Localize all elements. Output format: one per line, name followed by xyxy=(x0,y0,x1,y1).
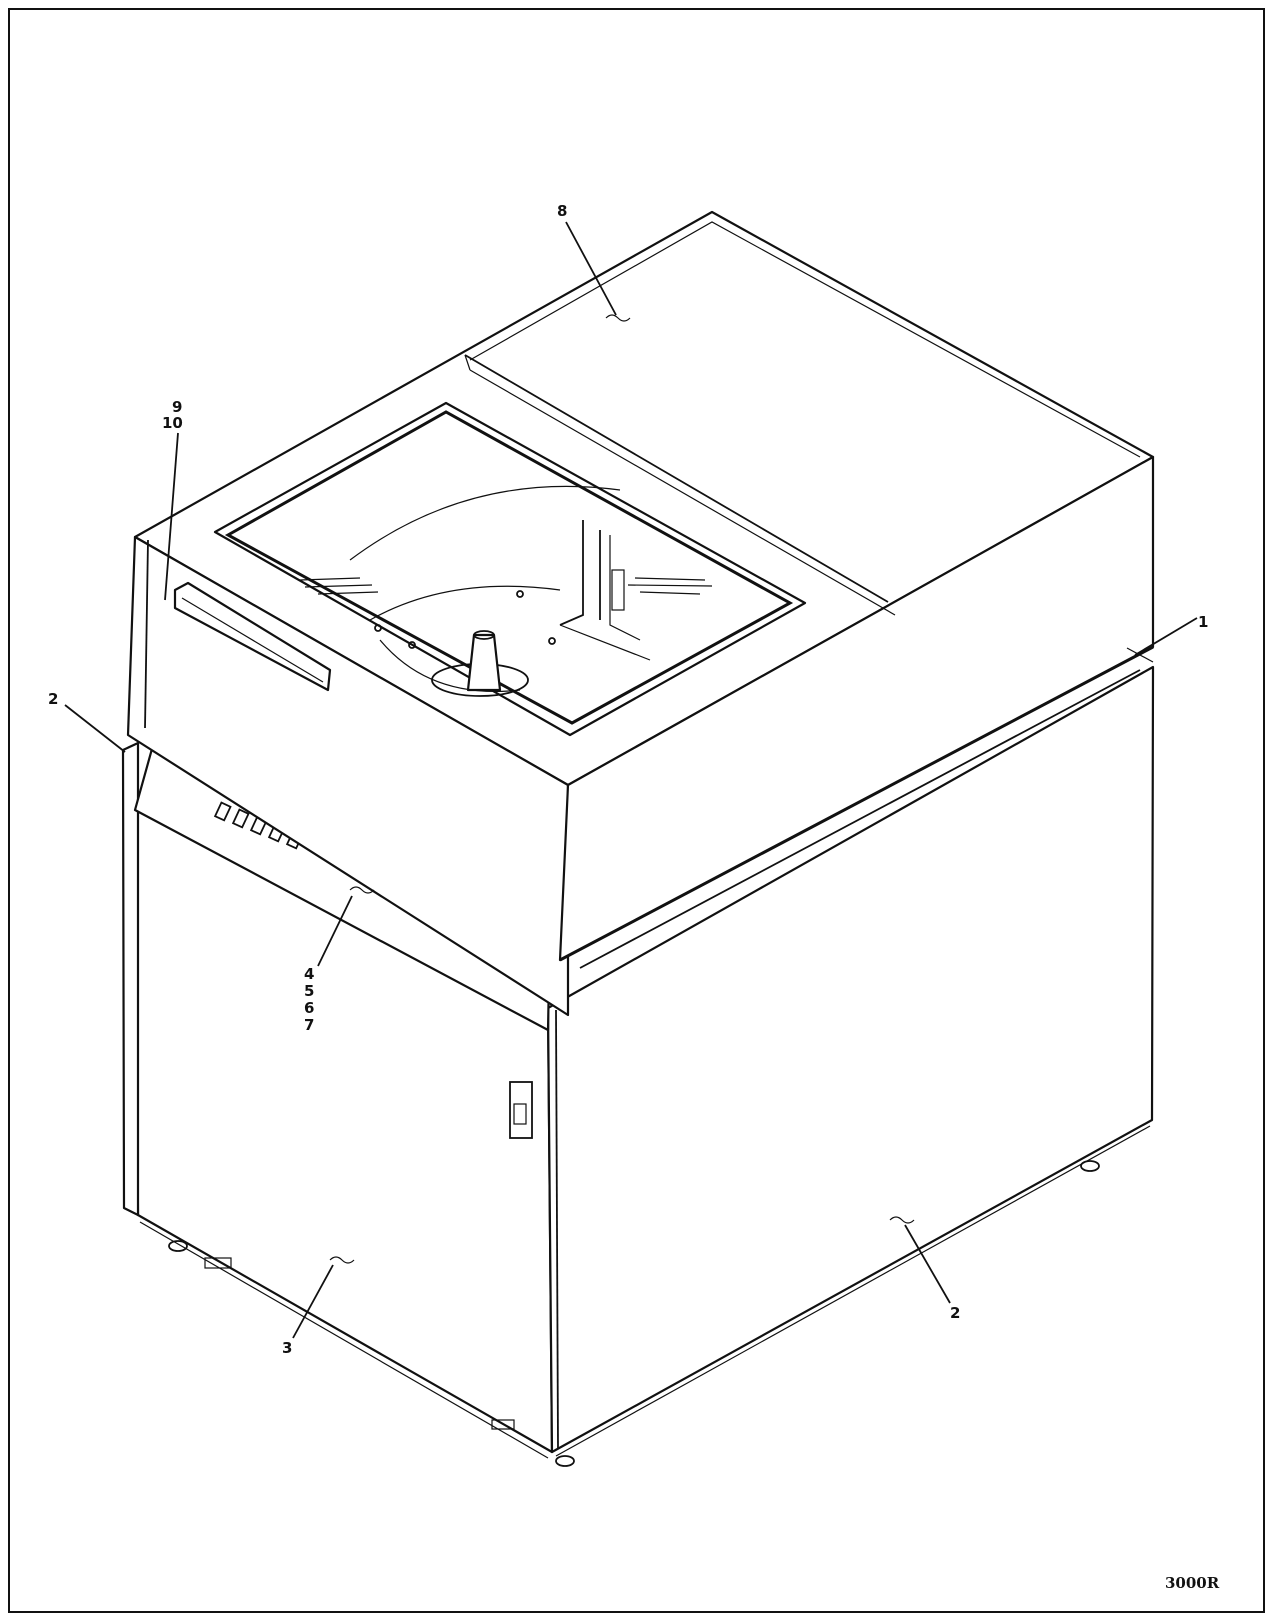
leader-lines xyxy=(64,221,1198,1339)
viewing-window xyxy=(213,401,807,737)
callout-8: 8 xyxy=(557,202,567,220)
callout-labels: 8 9 10 1 2 4 5 6 7 3 2 xyxy=(48,202,1208,1357)
callout-6: 6 xyxy=(304,999,314,1017)
leader-2-right xyxy=(904,1224,951,1304)
leader-2-left xyxy=(64,704,126,753)
base-right-side-panel xyxy=(546,665,1155,1454)
callout-2-left: 2 xyxy=(48,690,58,708)
top-unit xyxy=(126,210,1155,1017)
callout-10: 10 xyxy=(162,414,183,432)
glass-reflection xyxy=(299,577,713,595)
foot-right xyxy=(1080,1160,1100,1172)
spindle xyxy=(431,630,529,697)
callout-9: 9 xyxy=(172,398,182,416)
callout-7: 7 xyxy=(304,1016,314,1034)
callout-3: 3 xyxy=(282,1339,292,1357)
callout-5: 5 xyxy=(304,982,314,1000)
foot-front-left xyxy=(168,1240,188,1252)
leader-1 xyxy=(1134,617,1198,656)
leader-3 xyxy=(292,1264,334,1339)
head-carriage xyxy=(559,520,651,661)
leader-4-7 xyxy=(317,895,353,967)
base-left-trim xyxy=(121,741,140,1217)
callout-2-right: 2 xyxy=(950,1304,960,1322)
leader-9-10 xyxy=(164,432,179,601)
top-front-face xyxy=(126,535,570,1017)
leader-8 xyxy=(565,221,617,316)
callout-4: 4 xyxy=(304,965,314,983)
door-latch xyxy=(509,1081,533,1139)
callout-1: 1 xyxy=(1198,613,1208,631)
foot-front xyxy=(555,1455,575,1467)
figure-id: 3000R xyxy=(1165,1574,1220,1592)
